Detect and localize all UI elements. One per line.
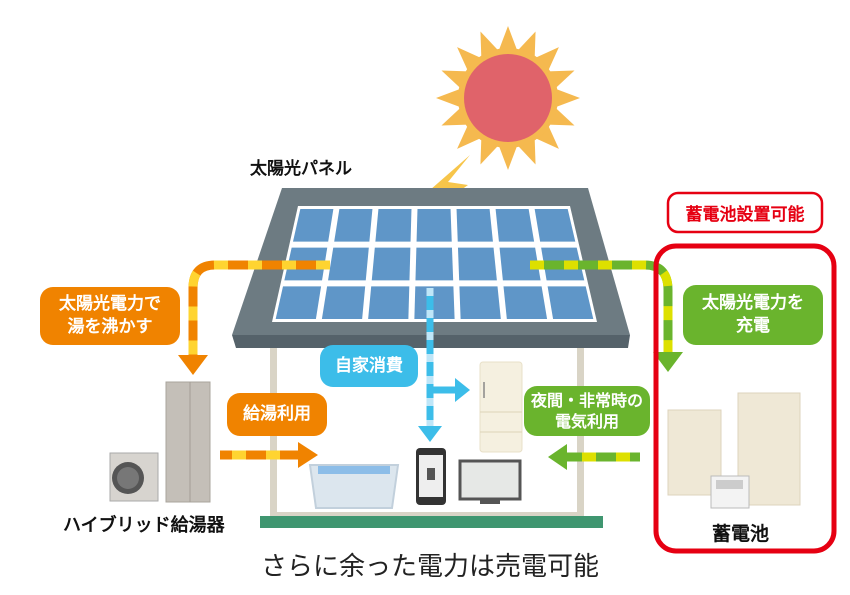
battery-area-frame (653, 243, 837, 554)
green-flow-arrow (530, 260, 683, 470)
sun-ray (436, 88, 461, 108)
heat-water-line-1: 太陽光電力で (59, 294, 161, 314)
sun-ray (498, 145, 518, 170)
night-use-line-1: 夜間・非常時の (530, 391, 643, 410)
solar-cell (321, 286, 366, 319)
solar-cell (415, 247, 454, 281)
hot-water-use-label: 給湯利用 (227, 393, 327, 436)
solar-panel-title: 太陽光パネル (250, 159, 352, 179)
charge-line-2: 充電 (736, 316, 770, 336)
sun-icon (436, 26, 580, 170)
solar-cell (499, 247, 541, 281)
hybrid-heater-label: ハイブリッド給湯器 (63, 515, 225, 536)
orange-flow-arrow (178, 260, 330, 468)
solar-cell (371, 247, 411, 281)
solar-cell (456, 209, 493, 242)
night-use-line-2: 電気利用 (554, 412, 619, 431)
smartphone-icon (416, 448, 446, 505)
solar-cell (459, 286, 501, 319)
blue-flow-arrow (418, 288, 470, 442)
battery-label: 蓄電池 (712, 523, 770, 545)
sun-ray (457, 124, 482, 149)
solar-cell (534, 209, 576, 242)
bathtub-icon (308, 464, 400, 509)
solar-cell (368, 286, 410, 319)
charge-line-1: 太陽光電力を (702, 293, 804, 313)
sell-power-caption: さらに余った電力は売電可能 (260, 552, 599, 582)
heat-water-line-2: 湯を沸かす (67, 317, 153, 337)
solar-cell (293, 209, 334, 242)
solar-cell (547, 286, 594, 319)
refrigerator-icon (479, 361, 523, 453)
sun-ray (498, 26, 518, 51)
charge-label: 太陽光電力を 充電 (683, 285, 823, 345)
solar-cell (334, 209, 373, 242)
television-icon (458, 459, 522, 504)
hybrid-water-heater-image (109, 381, 211, 503)
solar-cell (503, 286, 548, 319)
battery-possible-frame (666, 191, 824, 234)
solar-cell (414, 286, 455, 319)
storage-battery-image (667, 392, 801, 509)
sun-ray (555, 88, 580, 108)
heat-water-label: 太陽光電力で 湯を沸かす (40, 287, 180, 345)
battery-possible-label: 蓄電池設置可能 (685, 205, 805, 225)
sun-ray (534, 124, 559, 149)
solar-panel-roof (232, 188, 630, 348)
self-consumption-label: 自家消費 (320, 345, 418, 387)
solar-cell (328, 247, 369, 281)
solar-cell (457, 247, 497, 281)
night-use-label: 夜間・非常時の 電気利用 (524, 386, 650, 436)
solar-cell (495, 209, 535, 242)
solar-cell (375, 209, 412, 242)
solar-cell (275, 286, 322, 319)
solar-cell (416, 209, 452, 242)
sun-ray (457, 47, 482, 72)
lightning-icon (408, 155, 470, 228)
sun-ray (534, 47, 559, 72)
